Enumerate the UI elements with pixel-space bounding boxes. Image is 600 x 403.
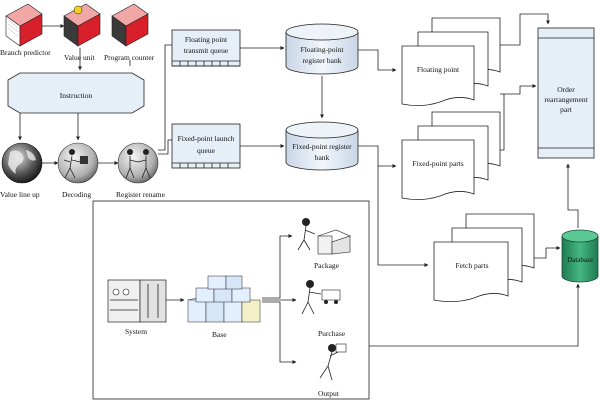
arrow-base-to-output	[262, 301, 297, 364]
arrow-fetch-to-database	[534, 246, 561, 259]
worker-globe-icon	[117, 142, 159, 184]
branch-predictor-node: Branch predictor	[0, 3, 51, 57]
branch-predictor-label: Branch predictor	[0, 48, 51, 57]
fetch-parts-stack: Fetch parts	[433, 213, 535, 302]
output-node: Output	[318, 343, 347, 398]
arrow-fixedbank-to-fetchparts	[377, 166, 429, 267]
program-counter-label: Program counter	[104, 53, 155, 62]
system-node: System	[107, 279, 167, 336]
worker-carry-icon	[319, 343, 347, 381]
order-rearrangement-label-2: rearrangement	[544, 95, 588, 104]
fixed-launch-queue-label-2: queue	[197, 146, 216, 155]
worker-box-icon	[297, 218, 351, 255]
order-rearrangement-label-3: part	[560, 105, 573, 114]
fp-register-bank-label-2: register bank	[303, 56, 342, 65]
worker-cart-icon	[301, 280, 341, 315]
stacked-boxes-icon	[187, 275, 261, 323]
red-book-icon	[5, 3, 43, 47]
arrow-floating-to-order	[500, 84, 537, 95]
fixed-point-parts-stack: Fixed-point parts	[401, 111, 501, 200]
base-node: Base	[187, 275, 261, 339]
arrow-base-to-package	[262, 234, 293, 299]
subsystem-frame	[92, 200, 370, 400]
arrow-output-to-database	[369, 283, 580, 347]
connector-fixed-to-order	[500, 94, 505, 151]
system-label: System	[125, 327, 147, 336]
document-stack-icon	[401, 111, 501, 200]
worker-globe-icon	[57, 142, 99, 184]
connector-rename-to-fp-queue	[158, 44, 172, 151]
red-book-icon	[63, 3, 101, 47]
database-label: Database	[567, 256, 593, 264]
server-icon	[107, 279, 167, 323]
value-line-up-label: Value line up	[0, 190, 40, 199]
fixed-launch-queue-label-1: Fixed-point launch	[178, 134, 235, 143]
package-node: Package	[297, 218, 351, 270]
queue-cells	[179, 61, 229, 66]
arrow-fixedbank-to-fixedparts	[358, 145, 397, 168]
arrow-fpbank-to-floatingpoint	[358, 49, 397, 72]
arrow-database-to-order	[566, 163, 579, 228]
decoding-node: Decoding	[57, 142, 99, 199]
fp-transmit-queue-label-1: Floating point	[185, 35, 228, 44]
fixed-register-bank-node: Fixed-point register bank	[285, 121, 359, 171]
decoding-label: Decoding	[62, 190, 91, 199]
fetch-parts-label: Fetch parts	[455, 261, 488, 270]
connector-rename-to-fixed-queue	[158, 139, 172, 155]
program-counter-node: Program counter	[104, 3, 155, 62]
order-rearrangement-node: Order rearrangement part	[537, 27, 595, 159]
value-unit-node: Value unit	[63, 3, 101, 62]
order-rearrangement-label-1: Order	[557, 85, 575, 94]
red-book-icon	[111, 3, 149, 47]
fixed-point-parts-label: Fixed-point parts	[412, 159, 464, 168]
purchase-label: Purchase	[318, 329, 346, 338]
floating-point-stack: Floating point	[401, 17, 501, 106]
arrow-top-to-order	[500, 13, 550, 46]
instruction-label: Instruction	[60, 91, 93, 100]
database-node: Database	[561, 229, 599, 283]
purchase-node: Purchase	[301, 280, 346, 338]
fp-transmit-queue-node: Floating point transmit queue	[171, 29, 241, 67]
fp-register-bank-node: Floating-point register bank	[285, 23, 359, 75]
register-rename-label: Register rename	[116, 190, 166, 199]
document-stack-icon	[433, 213, 535, 302]
package-label: Package	[314, 261, 340, 270]
fp-register-bank-label-1: Floating-point	[301, 45, 345, 54]
database-icon	[561, 229, 599, 283]
fixed-register-bank-label-1: Fixed-point register	[292, 142, 352, 151]
fixed-launch-queue-node: Fixed-point launch queue	[171, 123, 241, 169]
fp-transmit-queue-label-2: transmit queue	[184, 46, 229, 55]
cylinder-icon	[285, 121, 359, 171]
value-line-up-node: Value line up	[0, 142, 43, 199]
document-stack-icon	[401, 17, 501, 106]
queue-cells	[179, 163, 229, 168]
fixed-register-bank-label-2: bank	[315, 153, 330, 162]
instruction-node: Instruction	[7, 72, 145, 114]
output-label: Output	[318, 389, 340, 398]
base-label: Base	[212, 330, 227, 339]
cylinder-icon	[285, 23, 359, 75]
globe-icon	[1, 142, 43, 184]
floating-point-label: Floating point	[417, 65, 460, 74]
register-rename-node: Register rename	[116, 142, 166, 199]
